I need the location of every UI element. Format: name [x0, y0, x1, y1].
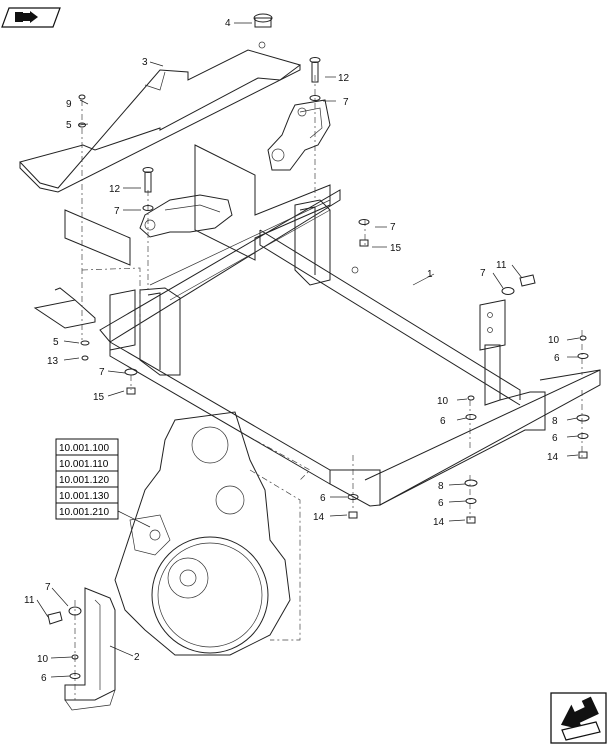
callout-6: 6 [552, 433, 558, 444]
callout-6: 6 [438, 498, 444, 509]
callout-4: 4 [225, 18, 231, 29]
fasteners [47, 13, 590, 679]
callout-6: 6 [440, 416, 446, 427]
callout-7: 7 [99, 367, 105, 378]
callout-7: 7 [480, 268, 486, 279]
callout-14: 14 [313, 512, 325, 523]
callout-numbers: 4 3 9 5 12 7 12 7 7 15 1 7 11 5 13 7 15 … [24, 18, 560, 684]
book-arrow-icon[interactable] [1, 7, 61, 28]
callout-6: 6 [320, 493, 326, 504]
assembly-lines [74, 75, 583, 700]
callout-14: 14 [433, 517, 445, 528]
engine-mount-bracket-right [267, 99, 331, 171]
callout-15: 15 [93, 392, 105, 403]
callout-7: 7 [390, 222, 396, 233]
callout-10: 10 [437, 396, 449, 407]
callout-10: 10 [37, 654, 49, 665]
main-frame [99, 189, 601, 507]
callout-7: 7 [45, 582, 51, 593]
side-guard-plate [64, 144, 331, 266]
callout-10: 10 [548, 335, 560, 346]
reference-code[interactable]: 10.001.100 [59, 443, 109, 454]
callout-7: 7 [114, 206, 120, 217]
callout-12: 12 [338, 73, 350, 84]
callout-11: 11 [24, 595, 35, 606]
callout-15: 15 [390, 243, 402, 254]
callout-3: 3 [142, 57, 148, 68]
callout-8: 8 [552, 416, 558, 427]
support-bracket [64, 587, 116, 711]
flywheel-housing [114, 411, 291, 656]
engine-mount-bracket-left [139, 194, 233, 238]
reference-code[interactable]: 10.001.110 [59, 459, 109, 470]
reference-code[interactable]: 10.001.120 [59, 475, 109, 486]
callout-2: 2 [134, 652, 140, 663]
callout-6: 6 [41, 673, 47, 684]
callout-7: 7 [343, 97, 349, 108]
callout-14: 14 [547, 452, 559, 463]
callout-13: 13 [47, 356, 59, 367]
next-page-arrow-icon[interactable] [550, 692, 607, 744]
callout-5: 5 [66, 120, 72, 131]
callout-12: 12 [109, 184, 121, 195]
callout-5: 5 [53, 337, 59, 348]
callout-11: 11 [496, 260, 507, 271]
callout-9: 9 [66, 99, 72, 110]
callout-6: 6 [554, 353, 560, 364]
reference-code[interactable]: 10.001.130 [59, 491, 109, 502]
shield-plate [19, 41, 302, 193]
callout-8: 8 [438, 481, 444, 492]
front-hook-bracket [33, 287, 96, 329]
reference-code[interactable]: 10.001.210 [59, 507, 109, 518]
callout-leaders [36, 22, 580, 678]
callout-1: 1 [427, 269, 433, 280]
reference-box: 10.001.100 10.001.110 10.001.120 10.001.… [55, 438, 151, 528]
